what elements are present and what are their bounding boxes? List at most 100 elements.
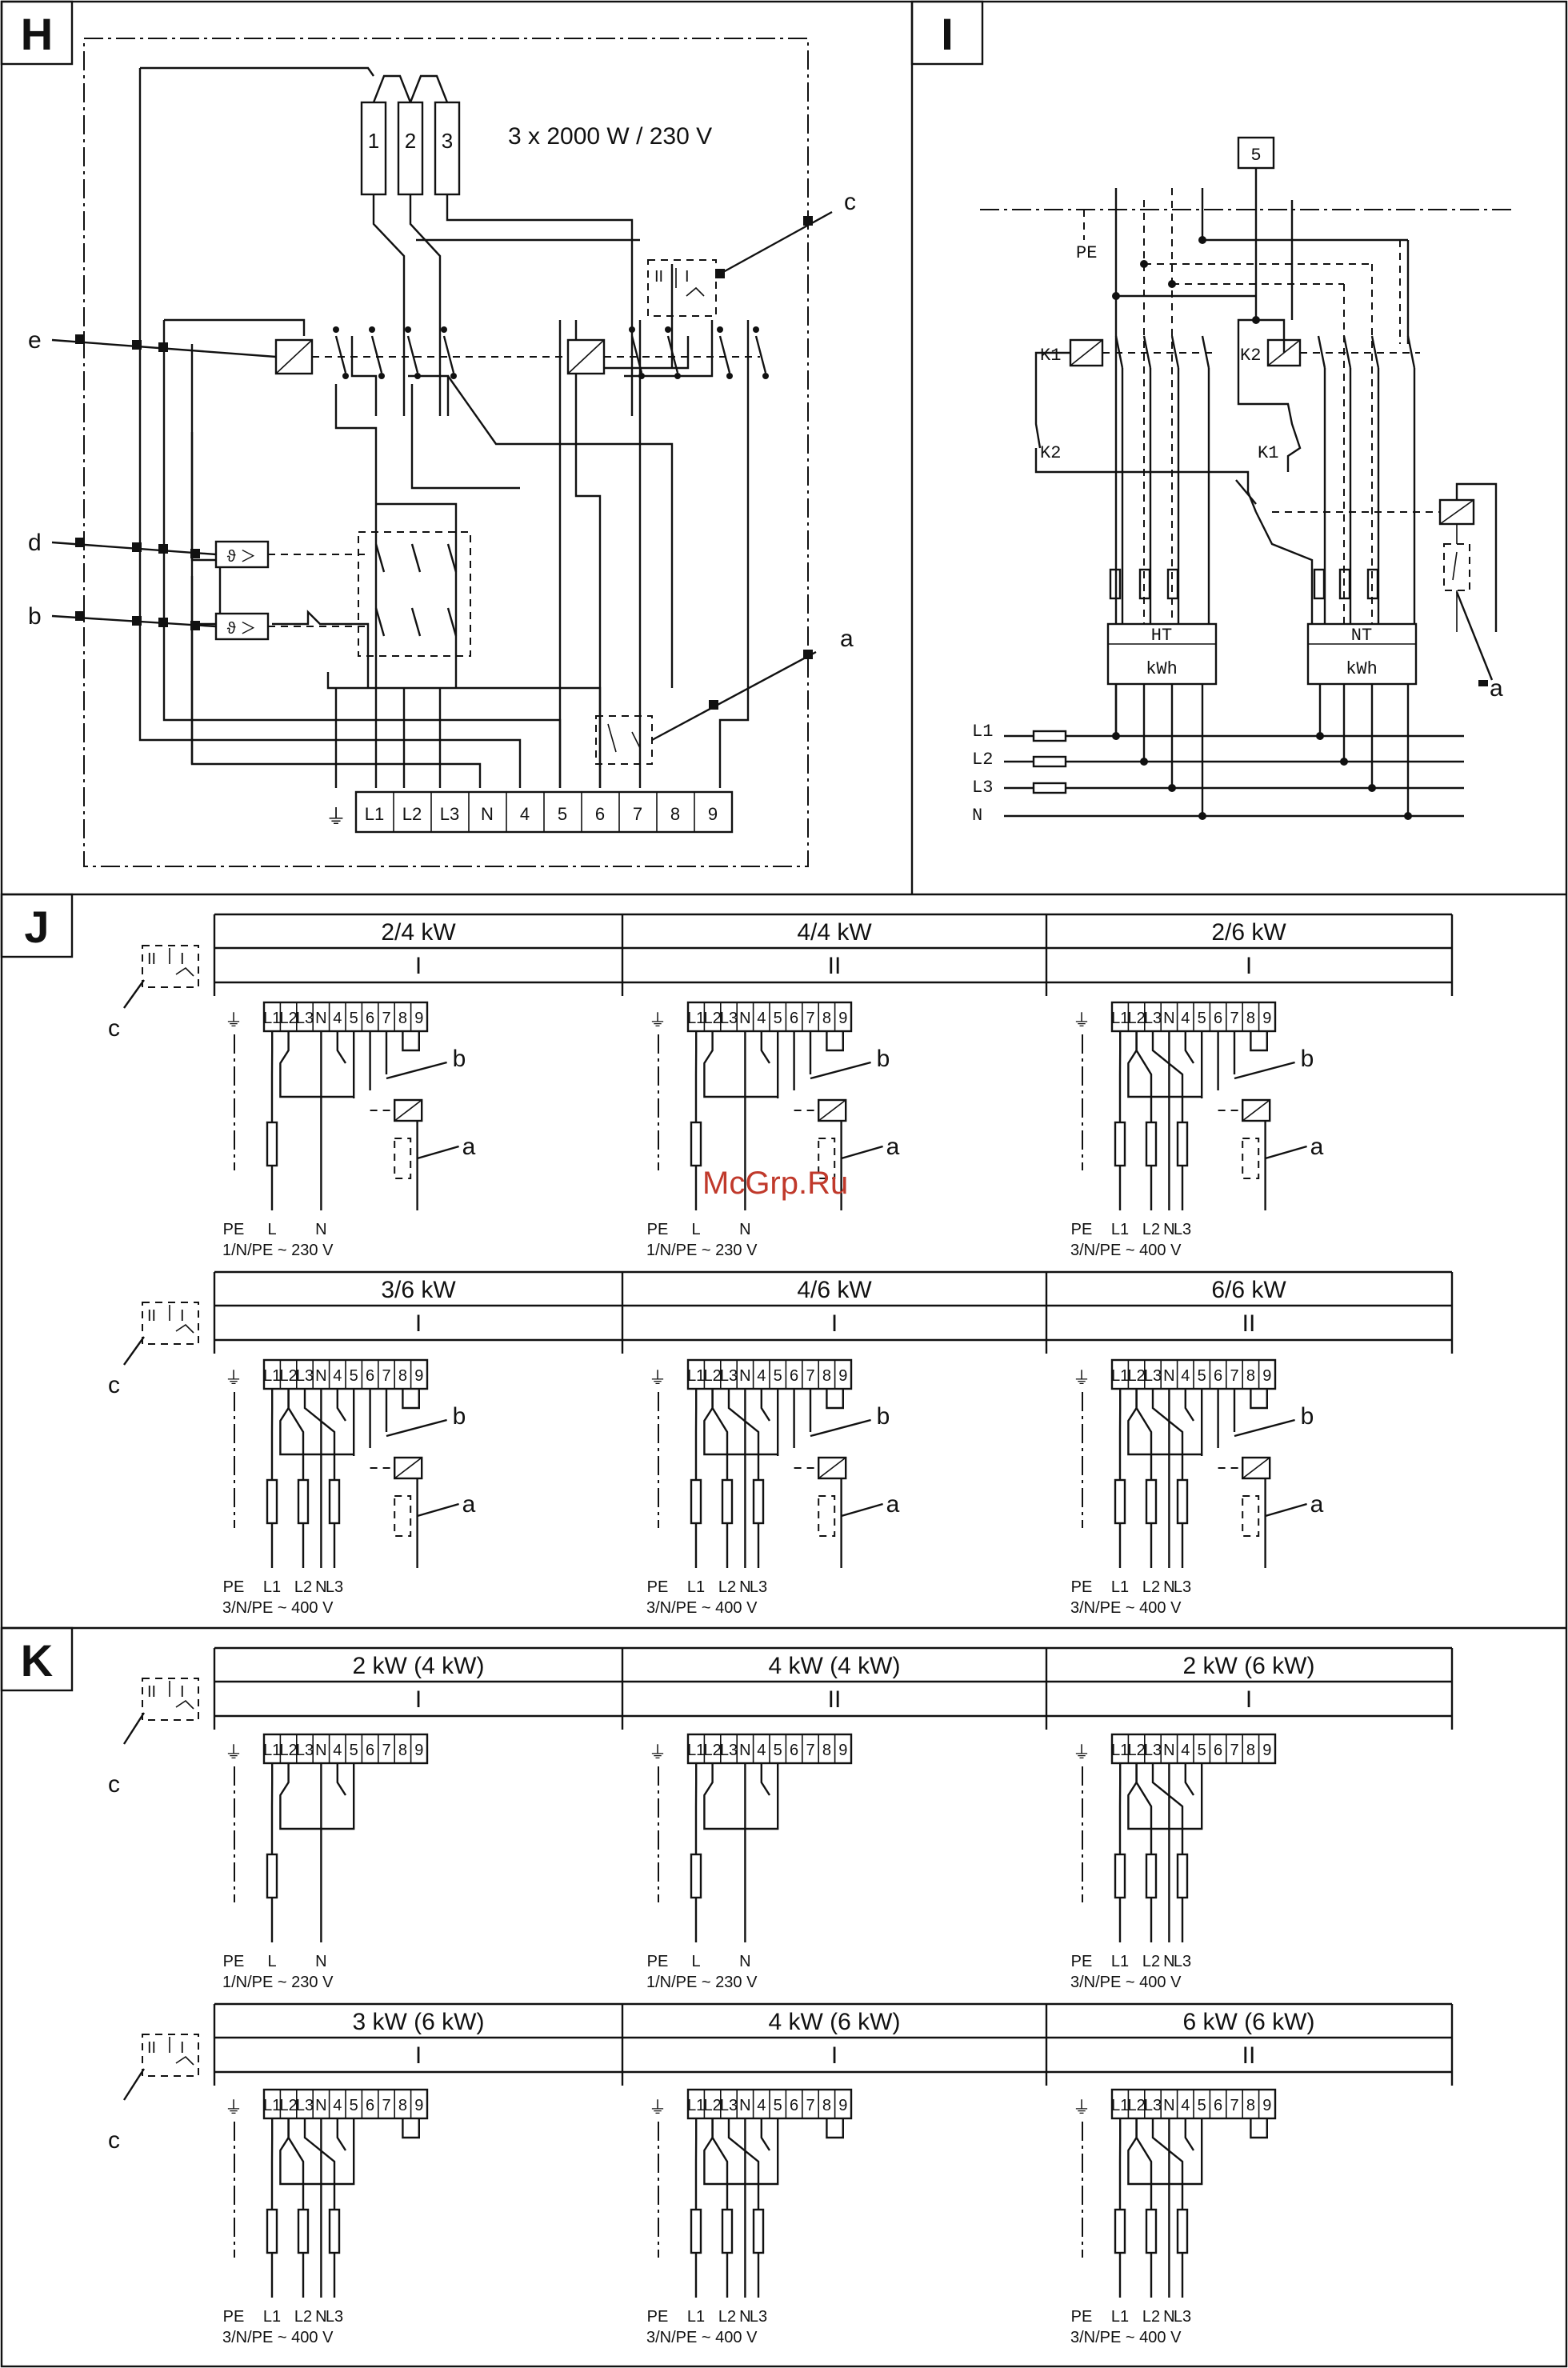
supply-line-label: PE <box>1071 2308 1093 2326</box>
terminal-label: N <box>1163 1742 1174 1759</box>
j-r1c3-stage: I <box>1246 953 1252 979</box>
terminal-label: 9 <box>838 1742 847 1759</box>
supply-line-label: L2 <box>1142 2308 1160 2326</box>
j-r2c1-stage: I <box>415 1310 422 1337</box>
terminal-label: L3 <box>720 2097 738 2114</box>
ground-icon: ⏚ <box>1073 1010 1090 1030</box>
terminal-label: 5 <box>350 1367 358 1385</box>
terminal-label: 5 <box>774 1367 782 1385</box>
callout-a: a <box>1310 1491 1324 1518</box>
supply-line-label: N <box>315 2308 326 2326</box>
k-switch-icon-1: II I c <box>108 1678 199 1798</box>
terminal-label: 4 <box>1181 1010 1190 1027</box>
terminal-label: L2 <box>1127 1742 1145 1759</box>
supply-spec: 3/N/PE ~ 400 V <box>1070 1599 1182 1617</box>
terminal-label: 5 <box>774 2097 782 2114</box>
ground-icon: ⏚ <box>649 1368 666 1388</box>
supply-line-label: N <box>1163 1953 1174 1970</box>
terminal-label: 6 <box>1214 1742 1222 1759</box>
supply-line-label: PE <box>223 1578 245 1596</box>
panel-h-callouts: e d b c a <box>28 189 856 710</box>
j-switch-icon-2: II I c <box>108 1302 199 1398</box>
supply-line-label: L1 <box>263 1578 281 1596</box>
terminal-label: 5 <box>350 1010 358 1027</box>
callout-a: a <box>462 1491 476 1518</box>
supply-line-label: N <box>739 1953 750 1970</box>
svg-text:⏚: ⏚ <box>326 805 346 829</box>
panel-j-letter-box <box>0 893 74 958</box>
callout-b: b <box>1301 1046 1314 1072</box>
terminal-label: 8 <box>1246 1367 1255 1385</box>
terminal-label: 9 <box>1262 1010 1271 1027</box>
terminal-label: L1 <box>263 1742 281 1759</box>
supply-line-label: N <box>315 1578 326 1596</box>
supply-line-label: PE <box>1071 1953 1093 1970</box>
terminal-label: L2 <box>703 2097 721 2114</box>
supply-line-label: L3 <box>750 1578 767 1596</box>
terminal-label: 4 <box>333 1010 342 1027</box>
supply-line-label: L <box>267 1953 276 1970</box>
supply-spec: 3/N/PE ~ 400 V <box>1070 1974 1182 1991</box>
callout-a: a <box>840 626 854 652</box>
terminal-label: N <box>739 1367 750 1385</box>
label-pe: PE <box>1076 243 1097 263</box>
terminal-label: 9 <box>838 1367 847 1385</box>
switch-c-label-ii: II <box>654 268 663 286</box>
svg-text:II: II <box>147 1683 156 1701</box>
k-r2c2-stage: I <box>831 2042 838 2069</box>
supply-line-label: L2 <box>1142 1221 1160 1238</box>
supply-line-label: L3 <box>1174 1221 1191 1238</box>
terminal-label: 7 <box>806 1742 814 1759</box>
terminal-label: N <box>1163 2097 1174 2114</box>
k-r1c1-power: 2 kW (4 kW) <box>353 1653 485 1679</box>
terminal-label: L3 <box>296 1367 314 1385</box>
terminal-label: 9 <box>838 1010 847 1027</box>
terminal-label: 7 <box>1230 1010 1238 1027</box>
panel-h-housing <box>83 38 809 867</box>
terminal-label: 5 <box>1198 2097 1206 2114</box>
ground-icon: ⏚ <box>649 1010 666 1030</box>
terminal-label: 9 <box>414 1367 423 1385</box>
h-term-6: 6 <box>595 804 605 824</box>
terminal-label: L2 <box>703 1010 721 1027</box>
terminal-label: 6 <box>790 2097 798 2114</box>
terminal-label: L1 <box>1111 1367 1129 1385</box>
terminal-label: 6 <box>366 1742 374 1759</box>
supply-line-label: L3 <box>1174 1953 1191 1970</box>
panel-h: H 3 x 2000 W / 230 V 1 2 3 <box>0 0 856 867</box>
label-k2: K2 <box>1240 346 1261 366</box>
terminal-label: 6 <box>1214 1367 1222 1385</box>
terminal-label: L3 <box>720 1010 738 1027</box>
supply-l2: L2 <box>972 750 993 770</box>
callout-b: b <box>453 1046 466 1072</box>
terminal-label: L3 <box>1144 2097 1162 2114</box>
supply-spec: 1/N/PE ~ 230 V <box>646 1242 758 1259</box>
panel-i-letter-box <box>910 0 984 66</box>
supply-line-label: L1 <box>1111 2308 1129 2326</box>
terminal-label: 9 <box>1262 2097 1271 2114</box>
ground-icon: ⏚ <box>225 1368 242 1388</box>
label-k1-aux: K1 <box>1258 443 1278 463</box>
j-callout-c-2: c <box>108 1372 120 1398</box>
meter-nt-kwh: kWh <box>1346 659 1378 679</box>
callout-b: b <box>877 1403 890 1430</box>
terminal-label: 8 <box>398 1367 407 1385</box>
panel-h-letter-box <box>0 0 74 66</box>
callout-b: b <box>453 1403 466 1430</box>
box-5 <box>1237 136 1275 170</box>
terminal-label: L3 <box>720 1367 738 1385</box>
k-r1c2-power: 4 kW (4 kW) <box>769 1653 901 1679</box>
h-term-l2: L2 <box>402 804 422 824</box>
terminal-label: L3 <box>296 1010 314 1027</box>
h-term-8: 8 <box>670 804 680 824</box>
safety-limiter-box <box>358 531 471 657</box>
panel-i: I 5 PE K <box>910 0 1512 826</box>
supply-spec: 3/N/PE ~ 400 V <box>1070 1242 1182 1259</box>
